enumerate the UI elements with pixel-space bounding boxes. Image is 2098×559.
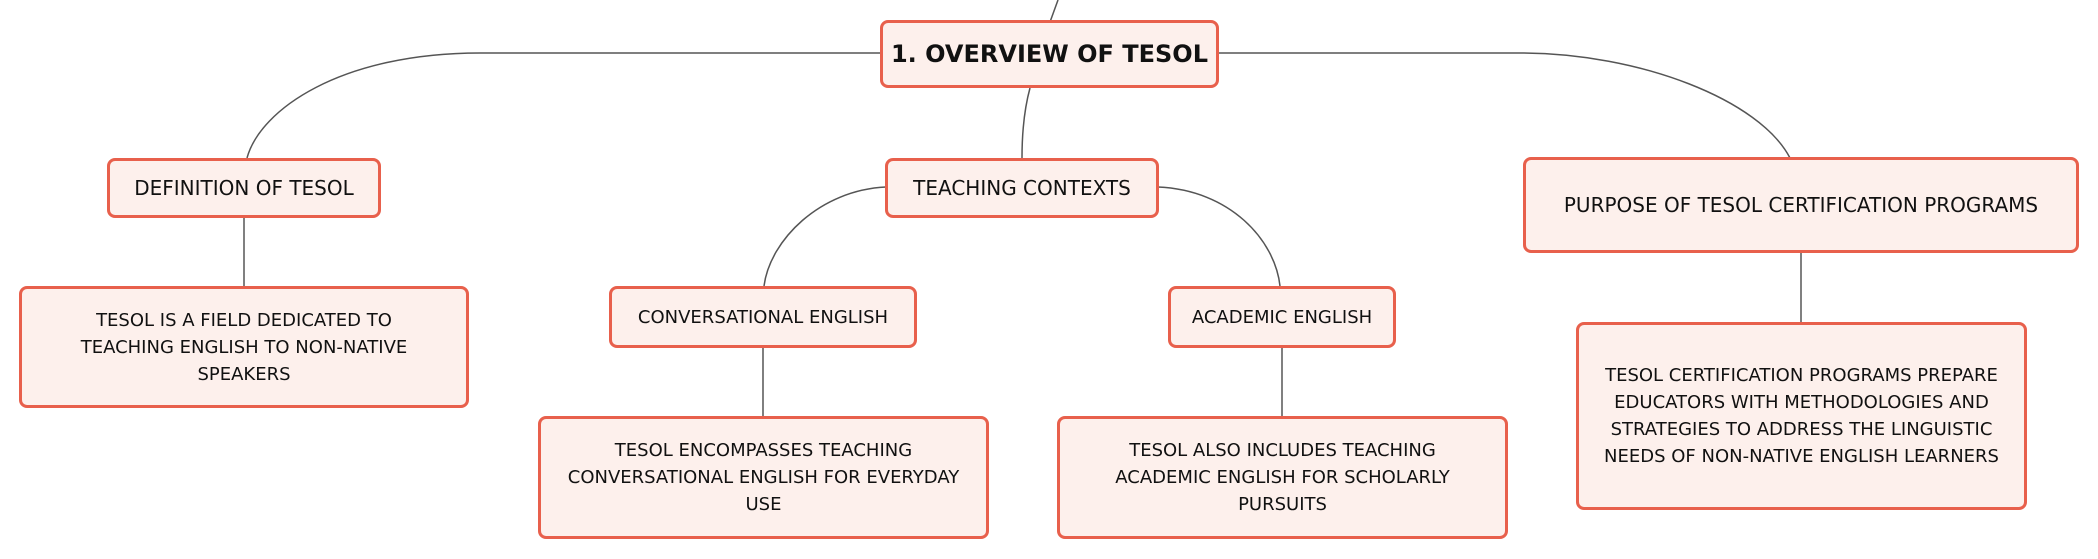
conversational-english-node-label: CONVERSATIONAL ENGLISH — [637, 306, 889, 328]
conversational-detail-text: TESOL ENCOMPASSES TEACHING CONVERSATIONA… — [567, 440, 960, 515]
definition-detail-text: TESOL IS A FIELD DEDICATED TO TEACHING E… — [80, 309, 408, 385]
purpose-detail-text: TESOL CERTIFICATION PROGRAMS PREPARE EDU… — [1604, 365, 1999, 467]
definition-node[interactable]: DEFINITION OF TESOL — [107, 158, 381, 218]
definition-node-label: DEFINITION OF TESOL — [134, 175, 354, 200]
purpose-node-label: PURPOSE OF TESOL CERTIFICATION PROGRAMS — [1563, 192, 2039, 217]
connector-root-to-contexts — [1021, 87, 1031, 159]
academic-english-node-label: ACADEMIC ENGLISH — [1191, 306, 1373, 328]
connector-contexts-to-academic — [1157, 186, 1281, 287]
purpose-detail-node[interactable]: TESOL CERTIFICATION PROGRAMS PREPARE EDU… — [1576, 322, 2027, 510]
teaching-contexts-node-label: TEACHING CONTEXTS — [913, 175, 1131, 200]
purpose-node[interactable]: PURPOSE OF TESOL CERTIFICATION PROGRAMS — [1523, 157, 2079, 253]
connector-root-to-purpose — [1218, 52, 1791, 159]
conversational-english-node[interactable]: CONVERSATIONAL ENGLISH — [609, 286, 917, 348]
root-node-label: 1. OVERVIEW OF TESOL — [890, 39, 1208, 68]
root-node[interactable]: 1. OVERVIEW OF TESOL — [880, 20, 1219, 88]
connector-root-to-definition — [246, 52, 880, 159]
conversational-detail-node[interactable]: TESOL ENCOMPASSES TEACHING CONVERSATIONA… — [538, 416, 989, 539]
teaching-contexts-node[interactable]: TEACHING CONTEXTS — [885, 158, 1159, 218]
definition-detail-node[interactable]: TESOL IS A FIELD DEDICATED TO TEACHING E… — [19, 286, 469, 408]
connector-contexts-to-conversational — [763, 186, 887, 287]
academic-detail-text: TESOL ALSO INCLUDES TEACHING ACADEMIC EN… — [1115, 440, 1450, 515]
connector-parent-to-root — [1049, 0, 1059, 23]
academic-detail-node[interactable]: TESOL ALSO INCLUDES TEACHING ACADEMIC EN… — [1057, 416, 1508, 539]
academic-english-node[interactable]: ACADEMIC ENGLISH — [1168, 286, 1396, 348]
